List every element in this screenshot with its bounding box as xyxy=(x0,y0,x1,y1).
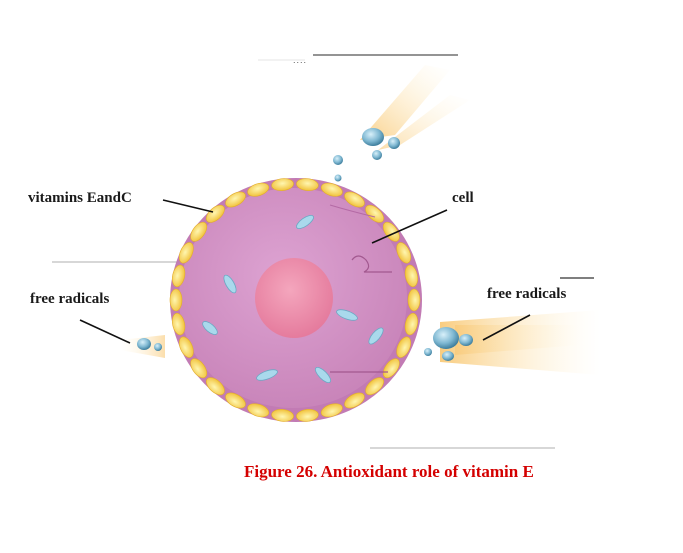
vitamin-molecule xyxy=(320,403,343,418)
vitamin-molecule xyxy=(271,178,294,191)
vitamin-molecule xyxy=(396,336,412,358)
free-radicals-top xyxy=(333,128,400,182)
vitamin-molecule xyxy=(365,377,385,396)
vitamin-molecule xyxy=(396,242,412,264)
vitamin-molecule xyxy=(407,288,421,312)
leader-free-radicals-right xyxy=(482,314,531,341)
vitamin-molecule xyxy=(225,392,246,409)
membrane-channel-upper xyxy=(351,255,392,273)
dots-mark: .... xyxy=(293,55,308,65)
radical-glow-right xyxy=(440,310,600,375)
vitamin-molecule xyxy=(190,358,208,379)
vitamin-molecule xyxy=(225,191,246,208)
vitamin-molecule xyxy=(404,312,418,336)
figure-caption: Figure 26. Antioxidant role of vitamin E xyxy=(244,462,534,481)
vitamin-molecule xyxy=(205,377,225,396)
vitamin-molecule xyxy=(190,221,208,242)
membrane-channel-top xyxy=(329,204,376,218)
vitamin-molecule xyxy=(296,409,319,422)
leader-vitamins xyxy=(162,199,214,213)
label-vitamins: vitamins EandC xyxy=(28,190,132,206)
vitamin-molecule xyxy=(382,358,400,379)
label-cell: cell xyxy=(452,190,474,206)
leader-free-radicals-left xyxy=(79,319,131,344)
free-radicals-left xyxy=(137,338,162,351)
organelles xyxy=(202,214,384,384)
vitamin-molecule xyxy=(247,403,270,418)
leader-cell xyxy=(371,209,448,244)
cell xyxy=(169,178,422,422)
vitamin-molecule xyxy=(320,182,343,197)
vitamin-molecule xyxy=(271,409,294,422)
vitamin-molecule xyxy=(344,392,365,409)
vitamin-molecule xyxy=(169,288,183,312)
vitamin-molecule xyxy=(365,204,385,223)
label-free-radicals-left: free radicals xyxy=(30,291,110,307)
vitamin-molecule xyxy=(404,264,418,288)
label-free-radicals-right: free radicals xyxy=(487,286,567,302)
vitamin-molecule xyxy=(344,191,365,208)
nucleus xyxy=(255,258,333,338)
free-radicals-right xyxy=(424,327,473,361)
vitamin-molecule xyxy=(382,221,400,242)
radical-glow-top xyxy=(360,65,470,150)
vitamin-molecule xyxy=(247,182,270,197)
vitamin-molecule xyxy=(172,312,186,336)
vitamin-molecule xyxy=(178,336,194,358)
vitamin-molecule xyxy=(178,242,194,264)
vitamin-molecule xyxy=(172,264,186,288)
vitamin-molecules xyxy=(169,178,421,422)
vitamin-molecule xyxy=(296,178,319,191)
vitamin-molecule xyxy=(205,204,225,223)
